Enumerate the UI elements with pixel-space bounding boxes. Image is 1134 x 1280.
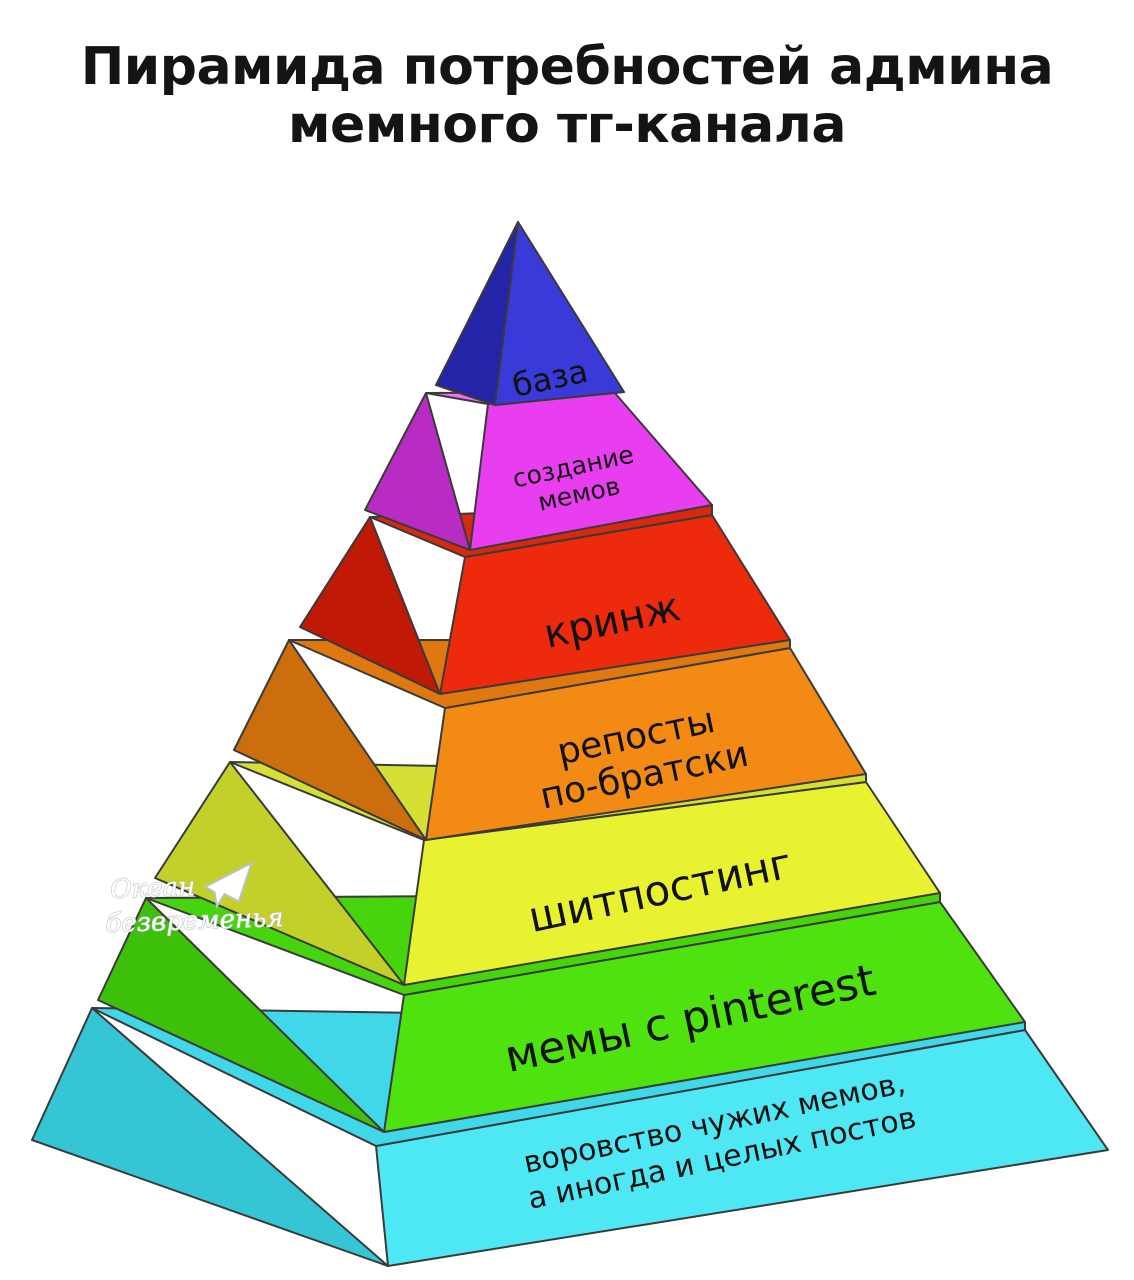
channel-watermark: Океан безвременья [104,861,285,940]
watermark-line-1: Океан [110,872,196,905]
tier-side-base [31,1007,389,1267]
watermark-line-2: безвременья [105,903,284,939]
tier-side-l3 [299,516,441,695]
tier-side-l5 [154,761,405,986]
title-line-2: мемного тг-канала [288,95,846,155]
paper-plane-icon [203,861,254,910]
tier-front-top [494,221,625,406]
tier-side-l6 [97,897,385,1133]
tier-side-l4 [233,639,427,841]
page-title: Пирамида потребностей админа мемного тг-… [0,38,1134,154]
pyramid-tiers [31,221,1109,1267]
tier-side-l2 [364,392,471,551]
title-line-1: Пирамида потребностей админа [80,37,1054,97]
pyramid-tier-top [435,221,625,406]
